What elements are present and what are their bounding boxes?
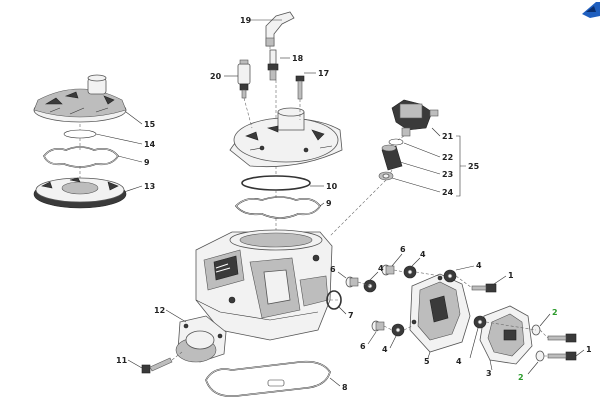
gasket-9a-part[interactable] [43, 146, 119, 168]
valve-cover-5-part[interactable] [409, 273, 471, 353]
combustion-insert-part[interactable] [33, 177, 127, 209]
valve-cover-3-part[interactable] [479, 305, 533, 365]
exhaust-flange-part[interactable] [175, 315, 227, 363]
bolt-11-part[interactable] [141, 357, 173, 374]
o-ring-7-part[interactable] [326, 290, 342, 310]
grommet-4c-part[interactable] [443, 269, 457, 283]
callout-3: 3 [486, 369, 492, 378]
assembly-lines [79, 46, 549, 361]
washer-24-part[interactable] [378, 171, 394, 181]
callout-17: 17 [318, 69, 329, 78]
callout-labels: 19 18 17 20 15 14 9 13 10 9 21 22 23 24 … [116, 16, 592, 392]
o-ring-10-part[interactable] [241, 175, 311, 191]
callout-18: 18 [292, 54, 304, 63]
callout-23: 23 [442, 170, 453, 179]
cylinder-head-part[interactable] [229, 107, 343, 168]
callout-11: 11 [116, 356, 128, 365]
grommet-4a-part[interactable] [403, 265, 417, 279]
bolt-1b-part[interactable] [547, 351, 577, 361]
spacer-6b-part[interactable] [345, 276, 359, 288]
callout-12: 12 [154, 306, 165, 315]
gasket-9b-part[interactable] [234, 196, 321, 219]
callout-19: 19 [240, 16, 252, 25]
grommet-4e-part[interactable] [473, 315, 487, 329]
callout-24: 24 [442, 188, 454, 197]
washer-2b-part[interactable] [535, 350, 545, 362]
spark-plug-cap-part[interactable] [265, 11, 295, 47]
spacer-6c-part[interactable] [371, 320, 385, 332]
bolt-1a-part[interactable] [471, 283, 497, 293]
callout-6-mid: 6 [330, 265, 336, 274]
callout-8: 8 [342, 383, 348, 392]
callout-14: 14 [144, 140, 156, 149]
callout-9-upper: 9 [144, 158, 150, 167]
callout-9-center: 9 [326, 199, 332, 208]
o-ring-22-part[interactable] [388, 138, 404, 146]
callout-15: 15 [144, 120, 156, 129]
o-ring-14-part[interactable] [63, 129, 97, 139]
leader-lines [95, 19, 585, 387]
callout-4-lower: 4 [456, 357, 462, 366]
callout-21: 21 [442, 132, 454, 141]
callout-4-right: 4 [476, 261, 482, 270]
callout-4-mid: 4 [378, 264, 384, 273]
callout-4-top: 4 [420, 250, 426, 259]
temperature-sensor-part[interactable] [237, 59, 251, 99]
callout-6-low: 6 [360, 342, 366, 351]
callout-25: 25 [468, 162, 480, 171]
callout-5: 5 [424, 357, 430, 366]
bolt-17-part[interactable] [295, 75, 305, 100]
base-gasket-part[interactable] [205, 360, 331, 397]
spark-plug-part[interactable] [267, 49, 279, 81]
callout-2-upper: 2 [552, 308, 558, 317]
spacer-6a-part[interactable] [381, 264, 395, 276]
bushing-23-part[interactable] [381, 144, 403, 171]
callout-10: 10 [326, 182, 338, 191]
cylinder-part[interactable] [195, 229, 333, 341]
head-cover-part[interactable] [33, 74, 127, 123]
callout-1-right: 1 [586, 345, 592, 354]
callout-20: 20 [210, 72, 222, 81]
callout-22: 22 [442, 153, 453, 162]
callout-13: 13 [144, 182, 155, 191]
callout-4-low: 4 [382, 345, 388, 354]
valve-actuator-part[interactable] [391, 99, 439, 137]
callout-1-top: 1 [508, 271, 514, 280]
grommet-4d-part[interactable] [391, 323, 405, 337]
callout-7: 7 [348, 311, 354, 320]
callout-6-top: 6 [400, 245, 406, 254]
bolt-1c-part[interactable] [547, 333, 577, 343]
callout-2-lower: 2 [518, 373, 524, 382]
brand-logo-icon [582, 2, 600, 18]
